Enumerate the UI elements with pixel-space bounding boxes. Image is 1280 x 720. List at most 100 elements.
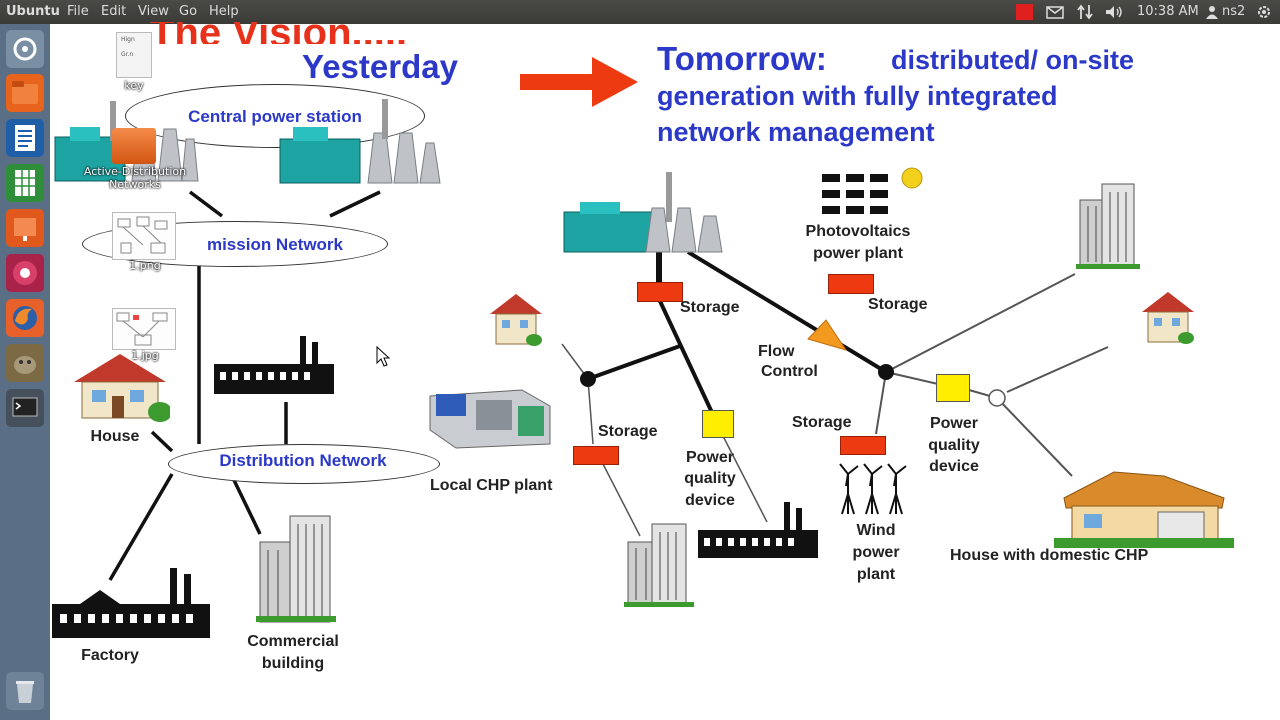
flow-control-line-2: Control <box>761 363 818 380</box>
network-icon[interactable] <box>1076 4 1094 20</box>
mouse-cursor-icon <box>376 346 390 367</box>
menu-file[interactable]: File <box>67 4 89 19</box>
network-lines <box>108 57 1109 581</box>
volume-icon[interactable] <box>1104 4 1124 20</box>
office-tower-icon <box>1076 183 1140 269</box>
factory-icon <box>52 568 210 638</box>
tomorrow-line-1: distributed/ on-site <box>891 45 1134 75</box>
pq1-line-3: device <box>685 492 735 509</box>
storage-label-2: Storage <box>868 296 928 313</box>
mail-icon[interactable] <box>1046 6 1064 19</box>
dash-icon[interactable] <box>6 30 44 68</box>
writer-icon[interactable] <box>6 119 44 157</box>
distribution-ellipse <box>168 444 440 484</box>
slide-canvas: The Vision..... Yesterday Tomorrow: dist… <box>50 22 1280 720</box>
small-house-left-icon <box>490 294 542 346</box>
pq2-line-2: quality <box>928 437 980 454</box>
factory-label: Factory <box>81 647 139 664</box>
house-label: House <box>90 428 140 445</box>
tomorrow-line-2: generation with fully integrated <box>657 81 1058 111</box>
wind-turbine-icon <box>839 463 907 515</box>
house-chp-label: House with domestic CHP <box>950 547 1149 564</box>
key-preview-line-2: Gr.n <box>121 51 134 58</box>
junction-node-1 <box>580 371 596 387</box>
jpg-thumbnail-icon[interactable] <box>112 308 176 350</box>
folder-label-line-1: Active-Distribution <box>83 165 187 178</box>
wind-line-1: Wind <box>856 522 896 539</box>
key-file-icon[interactable]: Hign Gr.n <box>116 32 152 78</box>
factory-right-icon <box>698 502 818 558</box>
record-indicator-icon[interactable] <box>1016 4 1033 20</box>
jpg-preview-icon <box>116 312 168 346</box>
trash-icon[interactable] <box>6 672 44 710</box>
transmission-label: mission Network <box>206 235 344 254</box>
terminal-icon[interactable] <box>6 389 44 427</box>
slide-title: The Vision..... <box>150 22 408 44</box>
top-panel: Ubuntu File Edit View Go Help 10:38 AM n… <box>0 0 1280 24</box>
storage-box-1 <box>637 282 683 302</box>
storage-box-2 <box>828 274 874 294</box>
impress-icon[interactable] <box>6 209 44 247</box>
house-with-chp-icon <box>1054 471 1234 548</box>
gimp-icon[interactable] <box>6 344 44 382</box>
app-icon[interactable] <box>6 254 44 292</box>
power-plant-right-icon <box>563 172 723 253</box>
flow-control-triangle <box>807 319 848 351</box>
pq2-line-3: device <box>929 458 979 475</box>
wind-line-2: power <box>852 544 900 561</box>
wind-line-3: plant <box>856 566 896 583</box>
pv-label-line-1: Photovoltaics <box>805 223 911 240</box>
storage-label-1: Storage <box>680 299 740 316</box>
folder-icon[interactable] <box>112 128 156 164</box>
local-chp-label: Local CHP plant <box>430 477 553 494</box>
flow-control-line-1: Flow <box>758 343 795 360</box>
yesterday-heading: Yesterday <box>302 48 458 85</box>
junction-node-open <box>988 389 1006 407</box>
tomorrow-line-3: network management <box>657 117 935 147</box>
power-gear-icon[interactable] <box>1256 4 1272 20</box>
pq1-line-1: Power <box>685 449 734 466</box>
junction-node-2 <box>878 364 894 380</box>
png-preview-icon <box>117 216 168 254</box>
distribution-label: Distribution Network <box>219 451 387 470</box>
clock[interactable]: 10:38 AM <box>1137 4 1199 19</box>
user-icon <box>1206 6 1218 19</box>
files-icon[interactable] <box>6 74 44 112</box>
pv-label-line-2: power plant <box>813 245 903 262</box>
office-building-bottom-icon <box>624 523 694 607</box>
commercial-line-1: Commercial <box>247 633 339 650</box>
commercial-line-2: building <box>261 655 325 672</box>
menu-edit[interactable]: Edit <box>101 4 127 19</box>
key-preview-line-1: Hign <box>121 36 135 43</box>
user-name[interactable]: ns2 <box>1222 4 1246 19</box>
storage-label-4: Storage <box>792 414 852 431</box>
app-name: Ubuntu <box>6 4 60 19</box>
key-file-label[interactable]: key <box>124 79 144 92</box>
factory-middle-icon <box>214 336 334 394</box>
tomorrow-heading: Tomorrow: <box>657 40 827 77</box>
menu-help[interactable]: Help <box>209 4 239 19</box>
storage-box-3 <box>573 446 619 465</box>
png-thumbnail-icon[interactable] <box>112 212 176 260</box>
jpg-file-label[interactable]: 1.jpg <box>131 349 159 362</box>
power-plant-2-icon <box>279 99 441 184</box>
folder-label-line-2: Networks <box>109 177 161 191</box>
commercial-building-icon <box>256 515 336 623</box>
png-file-label[interactable]: 1.png <box>129 259 161 272</box>
calc-icon[interactable] <box>6 164 44 202</box>
photovoltaics-icon <box>822 167 923 214</box>
pq1-line-2: quality <box>684 470 736 487</box>
local-chp-plant-icon <box>429 389 551 449</box>
power-quality-device-2 <box>936 374 970 402</box>
folder-label[interactable]: Active-Distribution Networks <box>60 165 210 191</box>
menu-go[interactable]: Go <box>179 4 198 19</box>
firefox-icon[interactable] <box>6 299 44 337</box>
launcher <box>0 24 50 720</box>
yesterday-tomorrow-arrow <box>520 57 638 107</box>
central-power-label: Central power station <box>188 107 362 126</box>
storage-box-4 <box>840 436 886 455</box>
power-quality-device-1 <box>702 410 734 438</box>
menu-view[interactable]: View <box>138 4 169 19</box>
storage-label-3: Storage <box>598 423 658 440</box>
house-icon <box>74 354 170 422</box>
